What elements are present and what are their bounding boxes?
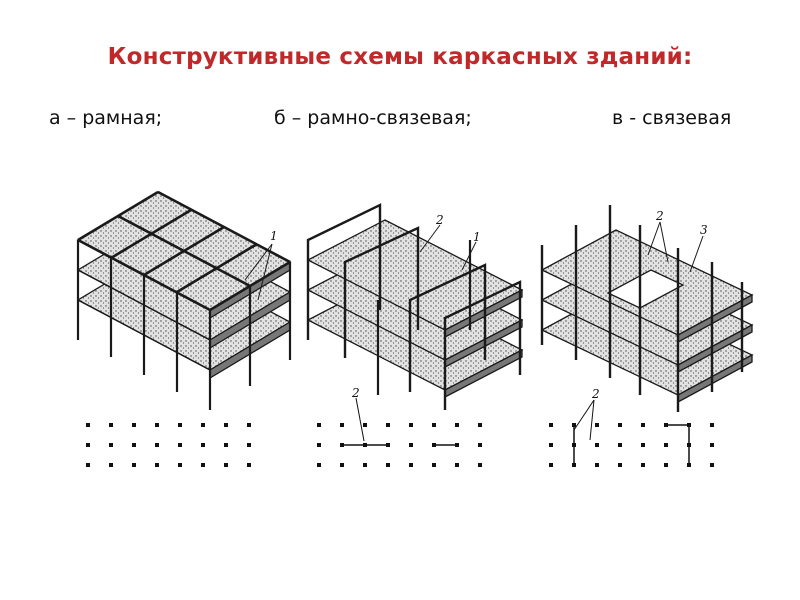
transverse-frames xyxy=(306,203,522,410)
callout-leader xyxy=(659,221,669,263)
callout-leader xyxy=(461,241,477,271)
callout-label-wall: 3 xyxy=(700,223,708,237)
caption-frame-braced-scheme: б – рамно-связевая; xyxy=(274,107,472,129)
callout-leader xyxy=(573,399,595,431)
columns xyxy=(540,205,744,412)
callout-leader xyxy=(589,399,595,441)
frame-scheme-figure xyxy=(76,190,292,410)
callout-leader xyxy=(257,243,273,301)
caption-braced-scheme: в - связевая xyxy=(612,107,732,129)
page-title: Конструктивные схемы каркасных зданий: xyxy=(107,44,693,70)
braced-scheme-figure xyxy=(540,205,754,412)
callout-label-plan-b: 2 xyxy=(351,386,360,400)
callout-leader xyxy=(689,235,704,273)
columns xyxy=(76,240,292,410)
plan-frame-scheme xyxy=(86,423,251,467)
callout-label-frame: 1 xyxy=(473,230,481,244)
callout-leader xyxy=(244,243,273,281)
callout-label-slab: 1 xyxy=(270,229,278,243)
plan-frame-braced-scheme xyxy=(317,397,482,467)
callout-leader xyxy=(419,224,441,253)
roof-beams xyxy=(77,190,291,312)
callout-label-brace: 2 xyxy=(435,213,444,227)
callout-label-brace-c: 2 xyxy=(655,209,664,223)
core-opening xyxy=(606,269,685,309)
frame-braced-scheme-figure xyxy=(306,203,524,410)
callout-leader xyxy=(355,397,365,442)
plan-braced-scheme xyxy=(549,399,714,467)
callout-leader xyxy=(647,221,661,256)
callout-label-plan-c: 2 xyxy=(591,387,600,401)
caption-frame-scheme: а – рамная; xyxy=(49,107,163,129)
